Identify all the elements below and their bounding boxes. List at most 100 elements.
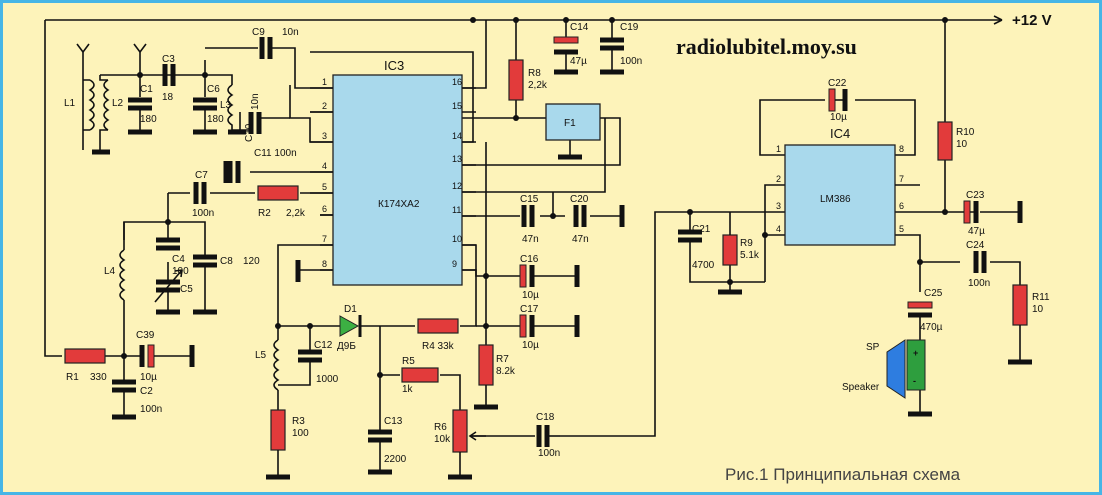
svg-text:5.1k: 5.1k	[740, 250, 760, 261]
svg-text:100: 100	[172, 266, 189, 277]
svg-text:120: 120	[243, 256, 260, 267]
svg-text:C4: C4	[172, 254, 185, 265]
svg-text:10: 10	[452, 234, 462, 244]
svg-text:8.2k: 8.2k	[496, 366, 516, 377]
resistor-r11	[1012, 284, 1028, 326]
svg-text:10n: 10n	[282, 27, 299, 38]
svg-text:R7: R7	[496, 354, 509, 365]
svg-text:2: 2	[776, 174, 781, 184]
ic4-part: LM386	[820, 194, 851, 205]
svg-text:1: 1	[322, 77, 327, 87]
svg-text:180: 180	[207, 114, 224, 125]
svg-text:C3: C3	[162, 54, 175, 65]
svg-text:4: 4	[776, 224, 781, 234]
resistors	[64, 59, 1028, 475]
svg-text:C2: C2	[140, 386, 153, 397]
svg-text:100n: 100n	[192, 208, 214, 219]
svg-text:10: 10	[956, 139, 968, 150]
grounds	[92, 69, 1032, 480]
svg-text:2,2k: 2,2k	[286, 208, 306, 219]
svg-text:R5: R5	[402, 356, 415, 367]
svg-text:470µ: 470µ	[920, 322, 943, 333]
supply-label: +12 V	[1012, 12, 1052, 29]
svg-text:8: 8	[899, 144, 904, 154]
ic4-pins-right: 8 7 6 5	[899, 144, 904, 234]
ic3-pins-left: 1 2 3 4 5 6 7 8	[322, 77, 327, 269]
svg-text:10µ: 10µ	[830, 112, 847, 123]
svg-text:8: 8	[322, 259, 327, 269]
svg-text:100n: 100n	[968, 278, 990, 289]
filter-f1-body	[545, 103, 601, 141]
inductor-l5	[273, 339, 280, 391]
svg-text:47n: 47n	[522, 234, 539, 245]
svg-text:13: 13	[452, 154, 462, 164]
svg-text:C5: C5	[180, 284, 193, 295]
svg-text:-: -	[913, 376, 916, 386]
svg-text:C6: C6	[207, 84, 220, 95]
svg-text:R2: R2	[258, 208, 271, 219]
resistor-r2	[257, 185, 299, 201]
svg-text:12: 12	[452, 181, 462, 191]
svg-text:R8: R8	[528, 68, 541, 79]
svg-text:C13: C13	[384, 416, 403, 427]
svg-text:R11: R11	[1032, 292, 1050, 303]
component-labels: L1 L2 C1 180 C3 18 C6 180 C9 10n L3 10n …	[64, 22, 1050, 465]
resistor-r7	[478, 344, 494, 386]
svg-text:C10: C10	[244, 123, 255, 142]
svg-text:100n: 100n	[140, 404, 162, 415]
ic4-name: IC4	[830, 126, 850, 141]
svg-text:16: 16	[452, 77, 462, 87]
svg-text:L2: L2	[112, 98, 124, 109]
svg-text:C21: C21	[692, 224, 711, 235]
svg-text:C1: C1	[140, 84, 153, 95]
svg-text:10µ: 10µ	[522, 290, 539, 301]
svg-text:+: +	[913, 348, 918, 358]
ic4-body	[784, 144, 896, 246]
svg-text:10µ: 10µ	[140, 372, 157, 383]
ic3-part: К174ХА2	[378, 199, 420, 210]
svg-text:C24: C24	[966, 240, 985, 251]
svg-text:R1: R1	[66, 372, 79, 383]
svg-text:100n: 100n	[538, 448, 560, 459]
svg-text:C23: C23	[966, 190, 985, 201]
svg-text:1k: 1k	[402, 384, 414, 395]
resistor-r5	[401, 367, 439, 383]
resistor-r4	[417, 318, 459, 334]
resistor-r8	[508, 59, 524, 101]
svg-text:47µ: 47µ	[968, 226, 985, 237]
svg-text:Speaker: Speaker	[842, 382, 880, 393]
antenna-icon	[133, 43, 147, 53]
diode-d1	[339, 315, 362, 337]
svg-text:Д9Б: Д9Б	[337, 341, 356, 352]
svg-text:14: 14	[452, 131, 462, 141]
svg-text:C18: C18	[536, 412, 555, 423]
svg-text:180: 180	[140, 114, 157, 125]
svg-text:C7: C7	[195, 170, 208, 181]
filter-f1-name: F1	[564, 118, 576, 129]
svg-text:47µ: 47µ	[570, 56, 587, 67]
svg-text:5: 5	[899, 224, 904, 234]
svg-text:R4 33k: R4 33k	[422, 341, 455, 352]
svg-text:1: 1	[776, 144, 781, 154]
svg-text:C9: C9	[252, 27, 265, 38]
svg-text:2,2k: 2,2k	[528, 80, 548, 91]
svg-text:C8: C8	[220, 256, 233, 267]
svg-text:L3: L3	[220, 100, 232, 111]
svg-text:R3: R3	[292, 416, 305, 427]
svg-text:R9: R9	[740, 238, 753, 249]
ic4-pins-left: 1 2 3 4	[776, 144, 781, 234]
svg-text:C39: C39	[136, 330, 155, 341]
svg-text:11: 11	[452, 205, 461, 215]
svg-text:R10: R10	[956, 127, 975, 138]
svg-text:4700: 4700	[692, 260, 715, 271]
resistor-r9	[722, 234, 738, 266]
antenna-icon	[76, 43, 90, 53]
svg-text:L5: L5	[255, 350, 267, 361]
svg-text:3: 3	[322, 131, 327, 141]
svg-text:C16: C16	[520, 254, 539, 265]
svg-text:4: 4	[322, 161, 327, 171]
svg-text:5: 5	[322, 182, 327, 192]
supply-arrow-icon	[993, 15, 1003, 25]
svg-text:18: 18	[162, 92, 174, 103]
